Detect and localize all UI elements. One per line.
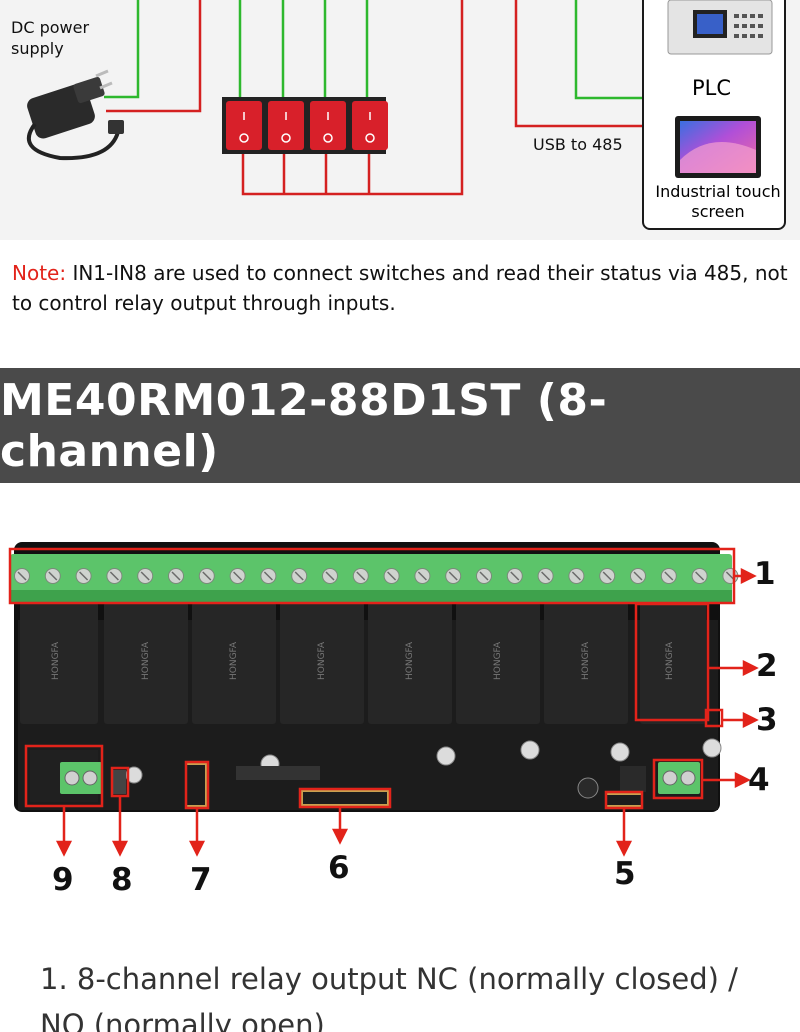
terminal-screw-slot [571, 571, 581, 581]
plc-devices-graphic [667, 0, 773, 178]
led-indicator [112, 770, 126, 794]
rs485-terminal-4 [658, 762, 700, 794]
callout-number-8: 8 [111, 862, 133, 898]
terminal-block [10, 554, 739, 604]
relay-board-graphic: HONGFA HONGFA HONGFA HONGFA HONGFA HONGF… [8, 542, 759, 857]
ic-chip [236, 766, 320, 780]
note-paragraph: Note: IN1-IN8 are used to connect switch… [12, 258, 792, 318]
rocker-switches [222, 97, 388, 154]
terminal-screw-slot [448, 571, 458, 581]
terminal-screw-slot [541, 571, 551, 581]
terminal-screw-slot [233, 571, 243, 581]
red-wire-usb [514, 0, 642, 128]
callout-number-3: 3 [756, 702, 778, 738]
relay-brand-8: HONGFA [665, 641, 675, 680]
relay-brand-2: HONGFA [141, 641, 151, 680]
red-wire-left [106, 0, 202, 113]
power-terminal-9 [30, 750, 102, 802]
board-photo: HONGFA HONGFA HONGFA HONGFA HONGFA HONGF… [0, 530, 800, 910]
plc-label: PLC [692, 76, 732, 100]
terminal-screw-slot [17, 571, 27, 581]
terminal-screw-slot [325, 571, 335, 581]
touch-screen-icon [675, 116, 761, 178]
terminal-screw-slot [510, 571, 520, 581]
callout-number-1: 1 [754, 556, 776, 592]
green-wire-plc [574, 0, 642, 100]
terminal-screw-slot [48, 571, 58, 581]
green-wire-left-1 [104, 0, 140, 99]
terminal-screw-slot [79, 571, 89, 581]
plc-device-icon [667, 0, 773, 55]
terminal-screw-slot [356, 571, 366, 581]
relay-print: HONGFA HONGFA HONGFA HONGFA HONGFA HONGF… [51, 641, 675, 680]
note-key: Note: [12, 261, 67, 285]
terminal-screw-slot [664, 571, 674, 581]
relay-modules [20, 602, 706, 724]
ic-chip-2 [620, 766, 646, 792]
wiring-diagram: DC power supply USB to 485 PLC Industria… [0, 0, 800, 240]
terminal-screw-slot [109, 571, 119, 581]
relay-brand-6: HONGFA [493, 641, 503, 680]
usb-to-485-label: USB to 485 [533, 135, 623, 154]
feature-item-1: 1. 8-channel relay output NC (normally c… [40, 962, 738, 1032]
terminal-screw-slot [202, 571, 212, 581]
relay-brand-4: HONGFA [317, 641, 327, 680]
callout-number-4: 4 [748, 762, 770, 798]
relay-brand-5: HONGFA [405, 641, 415, 680]
relay-brand-3: HONGFA [229, 641, 239, 680]
terminal-screw-slot [695, 571, 705, 581]
terminal-screw-slot [140, 571, 150, 581]
callout-boxes [8, 547, 736, 810]
terminal-screw-slot [171, 571, 181, 581]
red-wire-switch-bus [241, 0, 464, 196]
model-header: ME40RM012-88D1ST (8-channel) [0, 368, 800, 483]
wiring-diagram-graphic [26, 0, 642, 196]
callout-number-5: 5 [614, 856, 636, 892]
callout-arrows [55, 567, 759, 857]
header-pins-6 [301, 790, 389, 806]
callout-number-2: 2 [756, 648, 778, 684]
relay-brand-7: HONGFA [581, 641, 591, 680]
dc-power-label: DC power supply [11, 18, 90, 58]
relay-brand-1: HONGFA [51, 641, 61, 680]
terminal-screw-slot [263, 571, 273, 581]
touch-screen-label: Industrial touch screen [655, 182, 781, 221]
model-title: ME40RM012-88D1ST (8-channel) [0, 374, 608, 477]
terminal-screw-slot [294, 571, 304, 581]
terminal-screw-slot [602, 571, 612, 581]
terminal-screw-slot [479, 571, 489, 581]
callout-number-7: 7 [190, 862, 212, 898]
callout-number-9: 9 [52, 862, 74, 898]
terminal-screw-slot [387, 571, 397, 581]
callout-number-6: 6 [328, 850, 350, 886]
terminal-screw-slot [417, 571, 427, 581]
terminal-screw-slot [633, 571, 643, 581]
note-text: IN1-IN8 are used to connect switches and… [12, 261, 788, 315]
power-adapter-icon [26, 69, 124, 161]
